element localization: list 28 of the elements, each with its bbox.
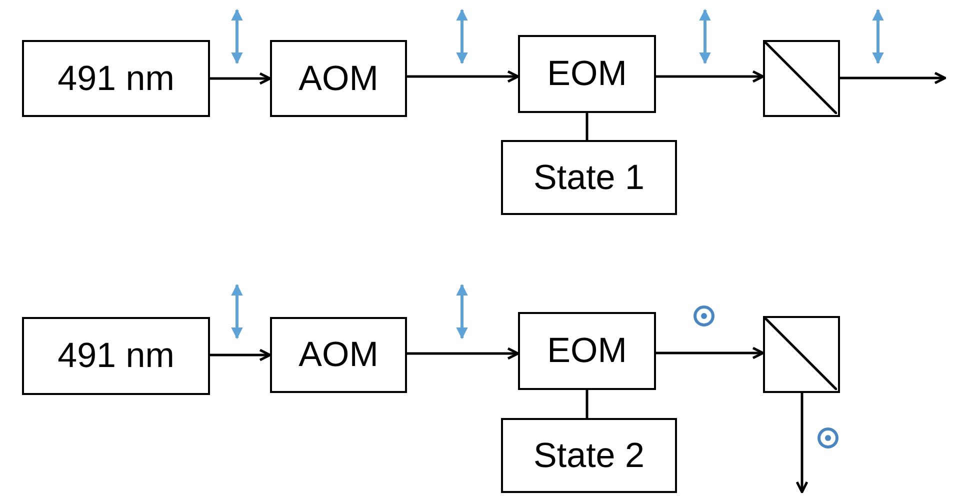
process-box bbox=[501, 418, 677, 493]
connector-line bbox=[586, 390, 588, 418]
connector-line bbox=[586, 113, 588, 140]
box-label: State 2 bbox=[534, 436, 644, 476]
beam-splitter-cube bbox=[763, 316, 840, 393]
box-label: AOM bbox=[298, 335, 378, 375]
arrow bbox=[407, 70, 520, 83]
box-label: State 1 bbox=[534, 158, 644, 198]
process-box bbox=[22, 40, 210, 117]
process-box bbox=[518, 312, 656, 390]
arrow bbox=[210, 348, 272, 362]
process-box bbox=[270, 40, 407, 117]
process-box bbox=[518, 35, 656, 113]
arrow bbox=[407, 347, 520, 360]
beam-splitter-cube bbox=[763, 40, 840, 117]
process-box bbox=[22, 317, 210, 395]
process-box bbox=[270, 317, 407, 393]
box-label: EOM bbox=[547, 54, 627, 94]
arrow bbox=[656, 346, 764, 360]
arrow bbox=[796, 393, 808, 494]
box-label: AOM bbox=[298, 58, 378, 98]
arrow bbox=[210, 72, 272, 85]
box-label: 491 nm bbox=[58, 336, 174, 376]
box-label: EOM bbox=[547, 331, 627, 371]
arrow bbox=[656, 70, 764, 83]
arrow bbox=[840, 72, 946, 84]
box-label: 491 nm bbox=[58, 58, 174, 98]
process-box bbox=[501, 140, 677, 215]
